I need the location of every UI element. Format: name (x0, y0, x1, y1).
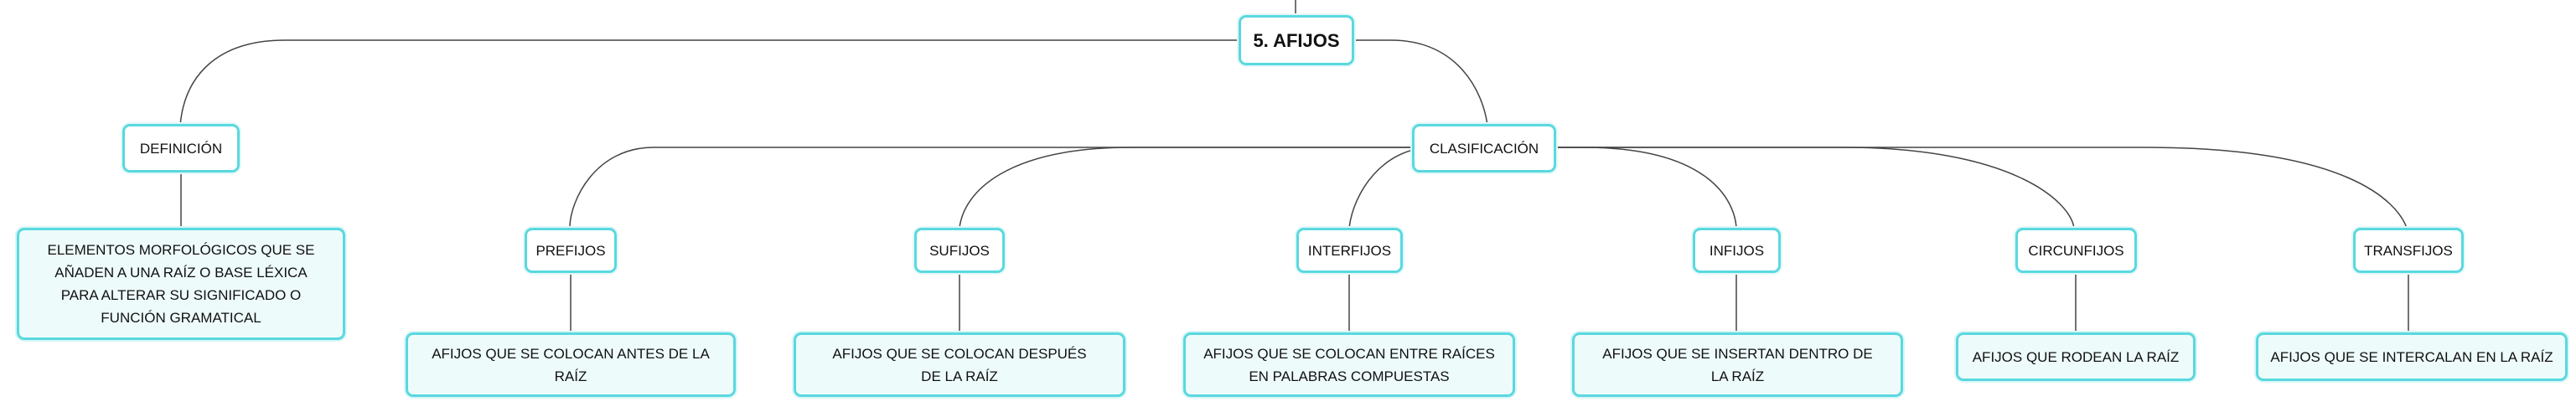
type-label: INTERFIJOS (1307, 242, 1392, 259)
connector-clasif-sufijos (959, 147, 1412, 229)
clasificacion-node[interactable]: CLASIFICACIÓN (1412, 124, 1556, 173)
connector-clasif-prefijos (569, 147, 1412, 229)
desc-node-prefijos[interactable]: AFIJOS QUE SE COLOCAN ANTES DE LA RAÍZ (406, 332, 736, 397)
type-node-transfijos[interactable]: TRANSFIJOS (2353, 228, 2464, 273)
desc-node-interfijos[interactable]: AFIJOS QUE SE COLOCAN ENTRE RAÍCES EN PA… (1183, 332, 1515, 397)
connector-root-definicion (179, 39, 1239, 126)
definicion-text-node[interactable]: ELEMENTOS MORFOLÓGICOS QUE SE AÑADEN A U… (17, 228, 345, 340)
desc-node-sufijos[interactable]: AFIJOS QUE SE COLOCAN DESPUÉS DE LA RAÍZ (794, 332, 1125, 397)
connector-clasif-transfijos (1554, 147, 2408, 229)
type-node-prefijos[interactable]: PREFIJOS (525, 228, 617, 273)
connector-clasif-circunfijos (1554, 147, 2075, 229)
desc-text: AFIJOS QUE SE INTERCALAN EN LA RAÍZ (2270, 348, 2553, 365)
type-label: SUFIJOS (929, 242, 990, 259)
type-label: PREFIJOS (535, 242, 606, 259)
type-node-sufijos[interactable]: SUFIJOS (914, 228, 1005, 273)
type-node-infijos[interactable]: INFIJOS (1693, 228, 1781, 273)
desc-text: AFIJOS QUE SE COLOCAN ANTES DE LA RAÍZ (432, 345, 710, 384)
definicion-text: ELEMENTOS MORFOLÓGICOS QUE SE AÑADEN A U… (47, 242, 315, 326)
desc-text: AFIJOS QUE SE COLOCAN ENTRE RAÍCES EN PA… (1203, 345, 1495, 384)
desc-text: AFIJOS QUE SE INSERTAN DENTRO DE LA RAÍZ (1602, 345, 1873, 384)
connector-clasif-infijos (1554, 147, 1737, 229)
type-node-interfijos[interactable]: INTERFIJOS (1296, 228, 1403, 273)
desc-node-circunfijos[interactable]: AFIJOS QUE RODEAN LA RAÍZ (1956, 332, 2196, 381)
type-label: CIRCUNFIJOS (2028, 242, 2124, 259)
type-node-circunfijos[interactable]: CIRCUNFIJOS (2015, 228, 2137, 273)
definicion-label: DEFINICIÓN (139, 140, 223, 157)
connector-root-clasificacion (1354, 39, 1488, 126)
type-label: TRANSFIJOS (2364, 242, 2453, 259)
desc-text: AFIJOS QUE RODEAN LA RAÍZ (1972, 348, 2180, 365)
desc-text: AFIJOS QUE SE COLOCAN DESPUÉS DE LA RAÍZ (832, 345, 1087, 384)
root-node[interactable]: 5. AFIJOS (1239, 15, 1354, 65)
root-label: 5. AFIJOS (1253, 29, 1340, 51)
desc-node-transfijos[interactable]: AFIJOS QUE SE INTERCALAN EN LA RAÍZ (2256, 332, 2568, 381)
definicion-node[interactable]: DEFINICIÓN (122, 124, 240, 173)
desc-node-infijos[interactable]: AFIJOS QUE SE INSERTAN DENTRO DE LA RAÍZ (1572, 332, 1903, 397)
type-label: INFIJOS (1709, 242, 1765, 259)
clasificacion-label: CLASIFICACIÓN (1429, 140, 1539, 157)
